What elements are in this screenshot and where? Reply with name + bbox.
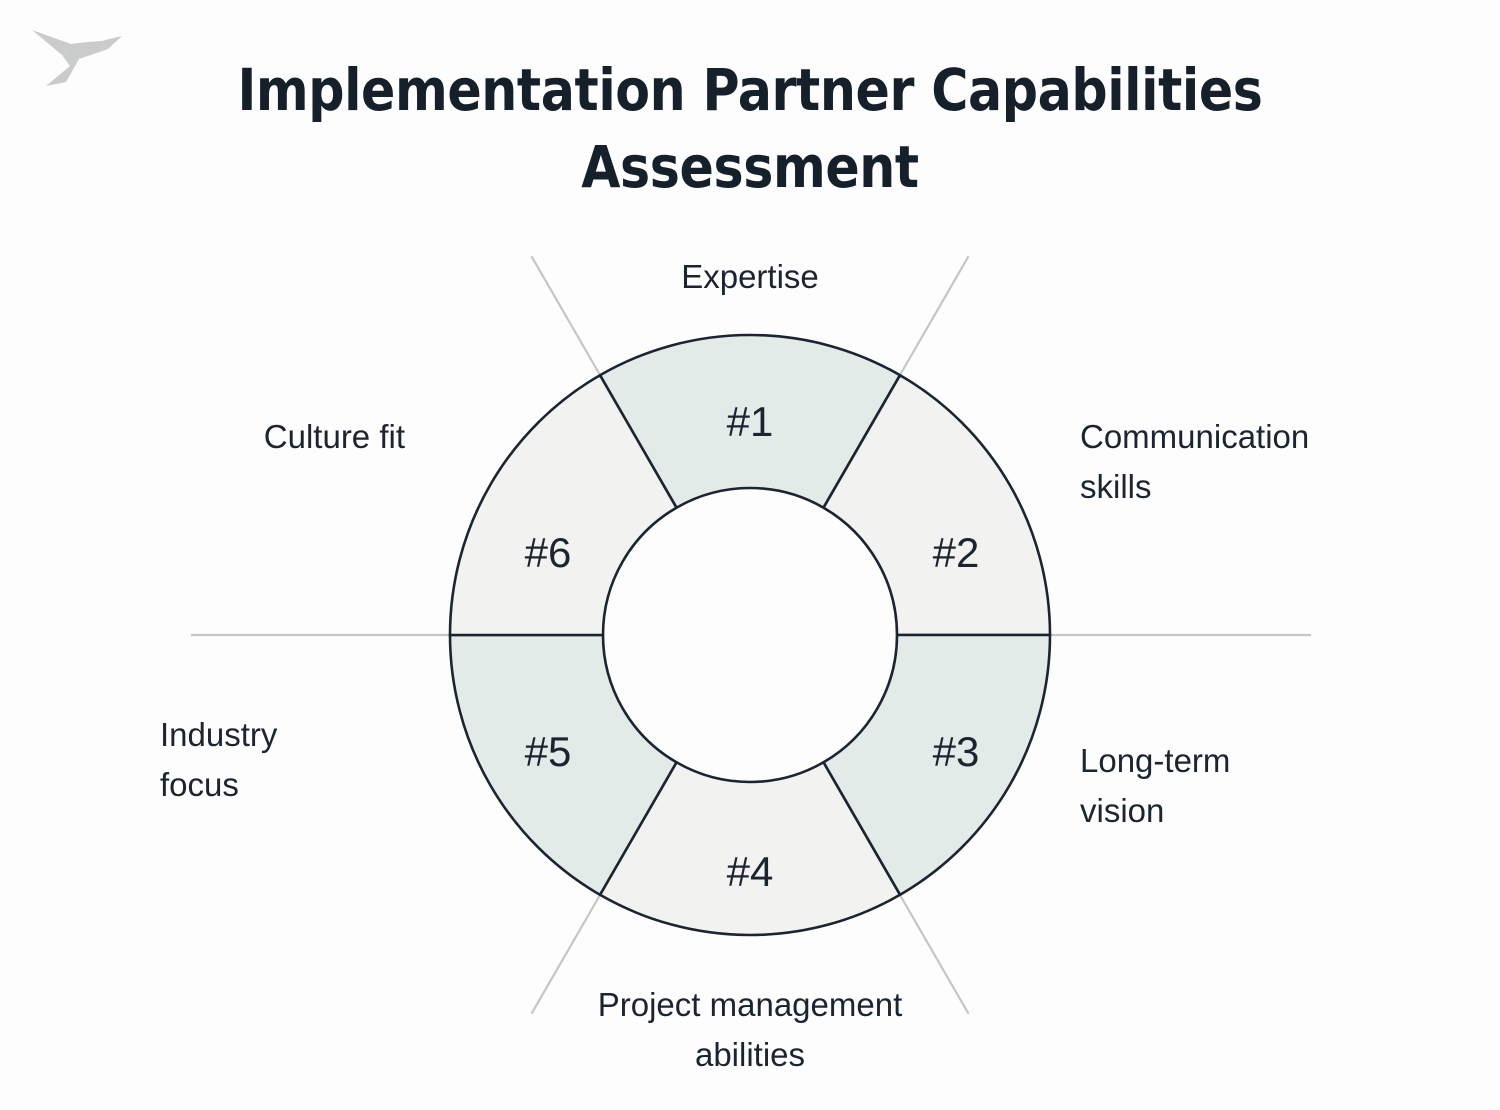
label-expertise: Expertise [681,258,819,295]
segment-number-1: #1 [727,398,774,445]
leader-line-se [899,894,970,1015]
donut-segment-3[interactable] [822,633,1052,897]
segment-number-4: #4 [727,848,774,895]
leader-lines [191,255,1311,1015]
label-project-management-abilities: Project management abilities [597,986,903,1074]
segment-number-3: #3 [933,728,980,775]
segment-numbers: #1 #2 #3 #4 #5 #6 [525,398,980,895]
segment-number-2: #2 [933,529,980,576]
leader-line-ne [899,255,970,376]
donut-segment-2[interactable] [822,373,1052,637]
segment-number-5: #5 [525,728,572,775]
page-title: Implementation Partner Capabilities Asse… [237,56,1263,201]
donut-segment-5[interactable] [448,633,678,897]
label-long-term-vision: Long-term vision [1080,742,1231,830]
label-culture-fit: Culture fit [263,418,405,455]
label-communication-skills: Communication skills [1080,418,1310,506]
donut-segment-6[interactable] [448,373,678,637]
origami-bird-logo [26,14,136,92]
donut-segments [448,333,1052,937]
donut-segment-4[interactable] [598,761,902,937]
leader-line-sw [530,894,601,1015]
leader-line-nw [530,255,601,376]
label-industry-focus: Industry focus [160,716,278,804]
segment-number-6: #6 [525,529,572,576]
donut-segment-1[interactable] [598,333,902,509]
